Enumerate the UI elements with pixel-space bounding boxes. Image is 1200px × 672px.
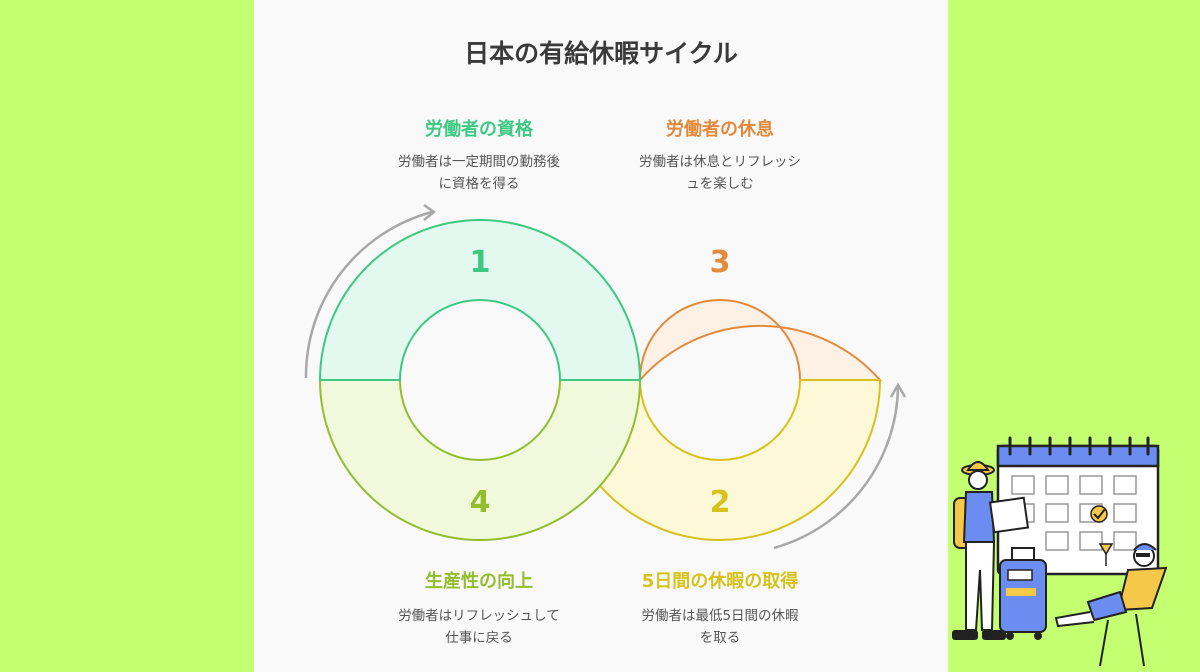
step-2-number: 2: [710, 485, 731, 520]
segment-4: [318, 379, 642, 541]
step-3-heading: 労働者の休息: [666, 119, 774, 140]
step-4-heading: 生産性の向上: [425, 571, 533, 592]
suitcase-icon: [999, 547, 1047, 640]
step-4-desc-line1: 労働者はリフレッシュして: [398, 608, 560, 624]
step-4-number: 4: [470, 485, 491, 520]
arrow-head-top-left-icon: [423, 203, 437, 221]
step-1-desc-line1: 労働者は一定期間の勤務後: [398, 154, 560, 170]
cycle-diagram: 1 3 4 2: [304, 203, 907, 550]
step-2-desc-line2: を取る: [699, 630, 741, 646]
calendar-icon: [996, 436, 1160, 576]
step-4-desc-line2: 仕事に戻る: [445, 630, 513, 646]
step-1-description: 労働者は一定期間の勤務後 に資格を得る: [359, 151, 599, 195]
step-2-heading: 5日間の休暇の取得: [641, 571, 799, 592]
step-2-description: 労働者は最低5日間の休暇 を取る: [600, 605, 840, 649]
vacation-illustration: [952, 436, 1168, 667]
arrow-head-bottom-right-icon: [889, 382, 907, 398]
checkmark-icon: [1090, 505, 1108, 523]
arrow-cycle-bottom-right: [773, 387, 900, 550]
relaxing-person-icon: [1054, 543, 1168, 667]
step-1-desc-line2: に資格を得る: [438, 176, 520, 192]
segment-3: [638, 299, 883, 383]
step-3-desc-line1: 労働者は休息とリフレッシ: [639, 154, 801, 170]
arrow-cycle-top-left: [304, 210, 433, 379]
infographic-card: 日本の有給休暇サイクル 労働者の資格 労働者は一定期間の勤務後 に資格を得る 労…: [254, 0, 948, 672]
step-1-number: 1: [470, 245, 491, 280]
step-2-desc-line1: 労働者は最低5日間の休暇: [641, 608, 799, 624]
segment-2: [558, 379, 882, 541]
step-1-heading: 労働者の資格: [425, 119, 533, 140]
step-3-number: 3: [710, 245, 731, 280]
traveler-with-map-icon: [952, 461, 1030, 640]
page-title: 日本の有給休暇サイクル: [464, 39, 738, 68]
step-3-desc-line2: ュを楽しむ: [686, 176, 754, 192]
step-3-description: 労働者は休息とリフレッシ ュを楽しむ: [600, 151, 840, 195]
step-4-description: 労働者はリフレッシュして 仕事に戻る: [359, 605, 599, 649]
segment-1: [318, 219, 642, 381]
